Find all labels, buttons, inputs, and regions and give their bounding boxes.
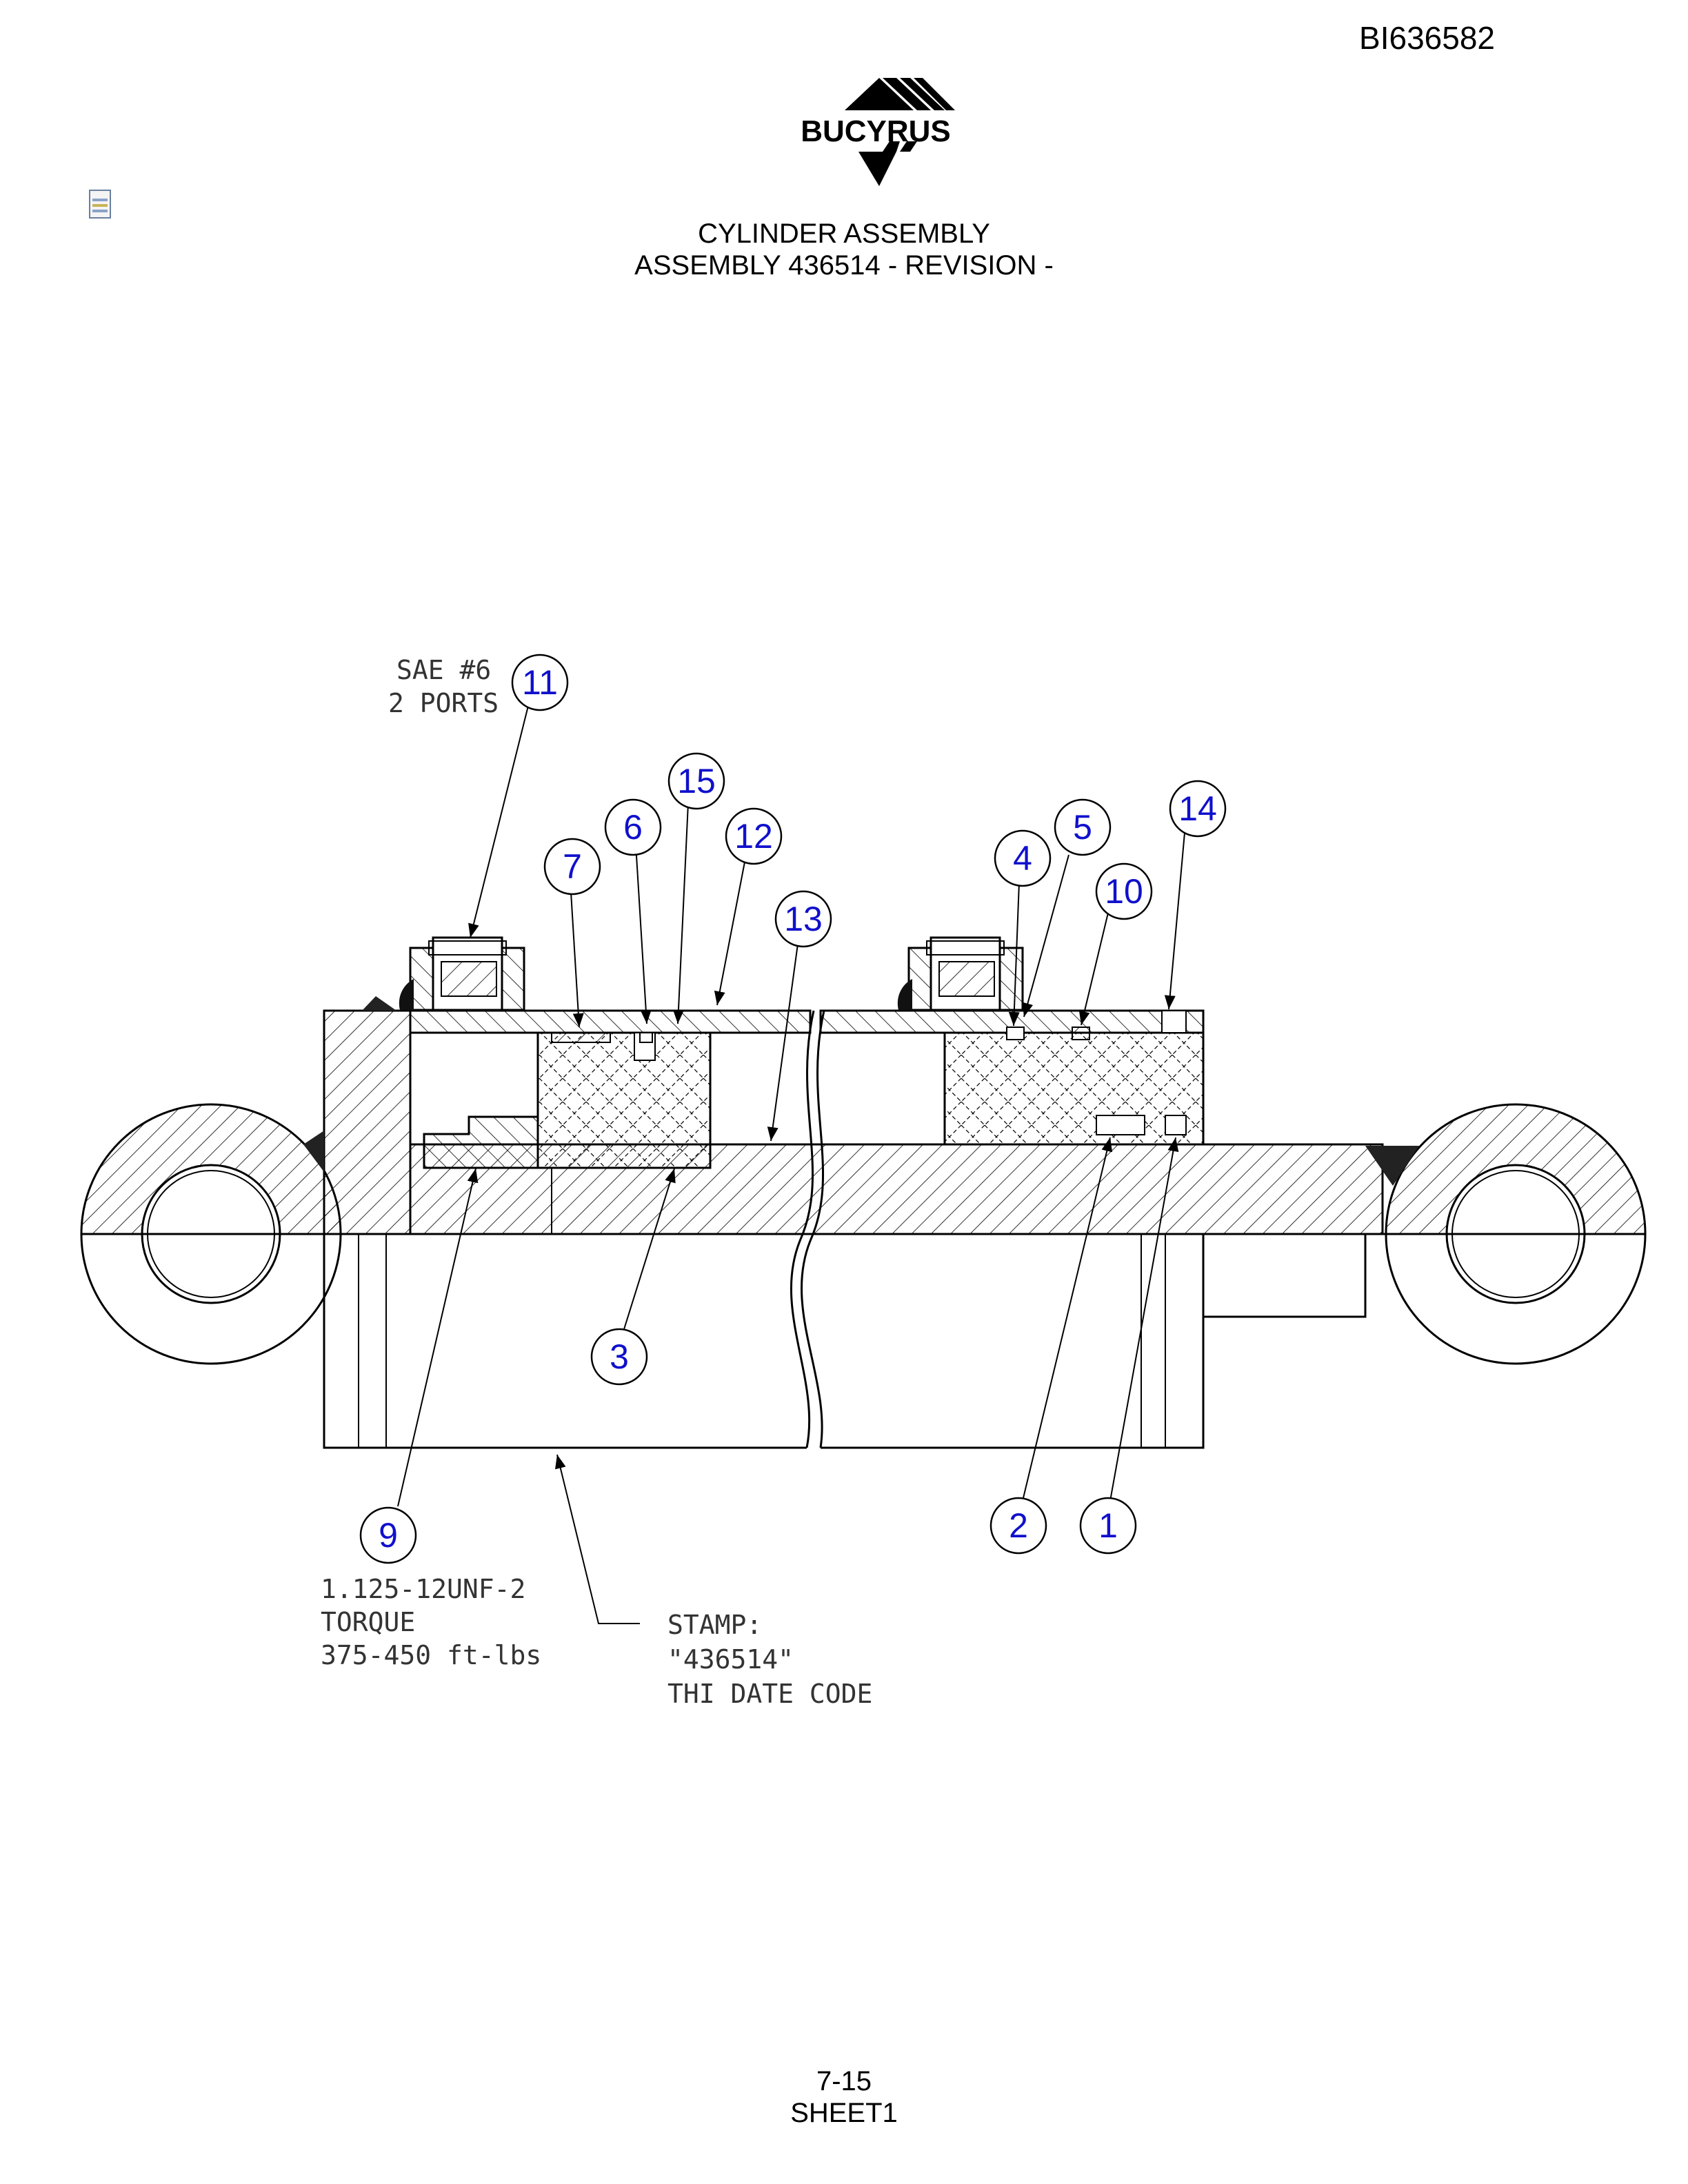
svg-text:15: 15 [677, 762, 716, 800]
callout-1[interactable]: 1 [1079, 1497, 1137, 1555]
head-end-cap [323, 1009, 412, 1235]
document-number: BI636582 [1359, 20, 1495, 56]
page-number: 7-15 [816, 2066, 872, 2096]
svg-text:11: 11 [522, 663, 558, 702]
svg-text:2: 2 [1009, 1506, 1028, 1545]
logo-wordmark: BUCYRUS [801, 114, 951, 148]
piston-rod [409, 1143, 1384, 1235]
thread-note-line3: 375-450 ft-lbs [321, 1640, 541, 1670]
barrel-wall-left [409, 1009, 812, 1034]
callout-13[interactable]: 13 [774, 890, 832, 948]
svg-text:4: 4 [1013, 839, 1032, 878]
port-note-line2: 2 PORTS [388, 688, 499, 718]
stamp-note-line3: THI DATE CODE [667, 1679, 872, 1709]
svg-text:1: 1 [1098, 1506, 1118, 1545]
sheet-label: SHEET1 [790, 2098, 898, 2128]
cylinder-barrel [323, 1234, 1367, 1449]
svg-text:7: 7 [563, 847, 582, 886]
drawing-title: CYLINDER ASSEMBLY [698, 219, 990, 249]
stamp-note-line1: STAMP: [667, 1610, 762, 1640]
svg-text:3: 3 [610, 1337, 629, 1376]
callout-10[interactable]: 10 [1095, 862, 1153, 920]
bucyrus-logo: BUCYRUS [801, 78, 955, 186]
callout-12[interactable]: 12 [725, 807, 783, 865]
svg-text:9: 9 [379, 1516, 398, 1555]
svg-text:14: 14 [1178, 789, 1217, 828]
weld-left-top [362, 996, 396, 1011]
svg-text:6: 6 [623, 808, 643, 847]
svg-text:12: 12 [734, 817, 773, 856]
svg-text:5: 5 [1073, 808, 1092, 847]
page-footer: 7-15 SHEET1 [0, 2065, 1688, 2129]
callout-2[interactable]: 2 [989, 1497, 1047, 1555]
callout-9[interactable]: 9 [359, 1506, 417, 1564]
thread-note-line2: TORQUE [321, 1607, 415, 1637]
callout-6[interactable]: 6 [604, 798, 662, 856]
thread-note-line1: 1.125-12UNF-2 [321, 1574, 525, 1604]
document-attachment-icon[interactable] [88, 189, 117, 221]
port-left [399, 936, 525, 1011]
callout-14[interactable]: 14 [1169, 780, 1227, 838]
weld-left [303, 1131, 324, 1172]
drawing-subtitle: ASSEMBLY 436514 - REVISION - [634, 250, 1054, 281]
stamp-note-line2: "436514" [667, 1644, 794, 1675]
port-right [897, 936, 1024, 1011]
port-note-line1: SAE #6 [396, 655, 491, 685]
svg-text:10: 10 [1105, 872, 1143, 911]
callout-15[interactable]: 15 [667, 752, 725, 810]
callout-7[interactable]: 7 [543, 838, 601, 896]
callout-11[interactable]: 11 [511, 654, 569, 711]
weld-right [1365, 1146, 1419, 1186]
svg-text:13: 13 [784, 900, 823, 938]
callout-3[interactable]: 3 [590, 1328, 648, 1386]
callout-5[interactable]: 5 [1054, 798, 1112, 856]
title-block: CYLINDER ASSEMBLY ASSEMBLY 436514 - REVI… [0, 218, 1688, 281]
gland [943, 1031, 1205, 1146]
callout-4[interactable]: 4 [994, 829, 1052, 887]
